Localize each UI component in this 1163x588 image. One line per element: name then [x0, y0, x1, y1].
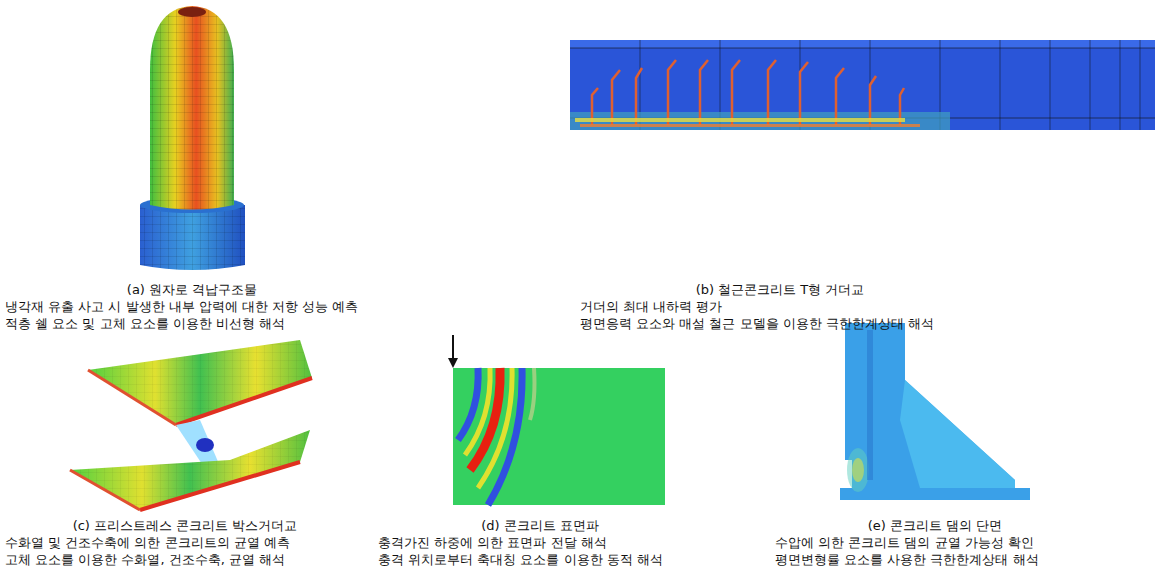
panel-caption: 평면응력 요소와 매설 철근 모델을 이용한 극한한계상태 해석 [580, 316, 934, 332]
panel-title: (e) 콘크리트 댐의 단면 [868, 518, 1003, 534]
panel-caption: 충격 위치로부터 축대칭 요소를 이용한 동적 해석 [378, 552, 663, 568]
box-girder-model [70, 340, 312, 510]
containment-model [140, 6, 245, 270]
panel-title: (a) 원자로 격납구조물 [127, 282, 257, 298]
panel-caption: 거더의 최대 내하력 평가 [580, 299, 722, 315]
panel-caption: 평면변형률 요소를 사용한 극한한계상태 해석 [775, 552, 1039, 568]
panel-caption: 수화열 및 건조수축에 의한 콘크리트의 균열 예측 [5, 535, 290, 551]
panel-caption: 충격가진 하중에 의한 표면파 전달 해석 [378, 535, 607, 551]
panel-caption: 적층 쉘 요소 및 고체 요소를 이용한 비선형 해석 [5, 316, 285, 332]
panel-title: (c) 프리스트레스 콘크리트 박스거더교 [73, 518, 298, 534]
surface-wave-model [448, 335, 665, 505]
panel-title: (d) 콘크리트 표면파 [481, 518, 599, 534]
girder-model [570, 40, 1155, 130]
panel-caption: 냉각재 유출 사고 시 발생한 내부 압력에 대한 저항 성능 예측 [5, 299, 358, 315]
panel-caption: 고체 요소를 이용한 수화열, 건조수축, 균열 해석 [5, 552, 285, 568]
dam-model [840, 323, 1030, 500]
panel-title: (b) 철근콘크리트 T형 거더교 [696, 282, 865, 298]
panel-caption: 수압에 의한 콘크리트 댐의 균열 가능성 확인 [775, 535, 1034, 551]
